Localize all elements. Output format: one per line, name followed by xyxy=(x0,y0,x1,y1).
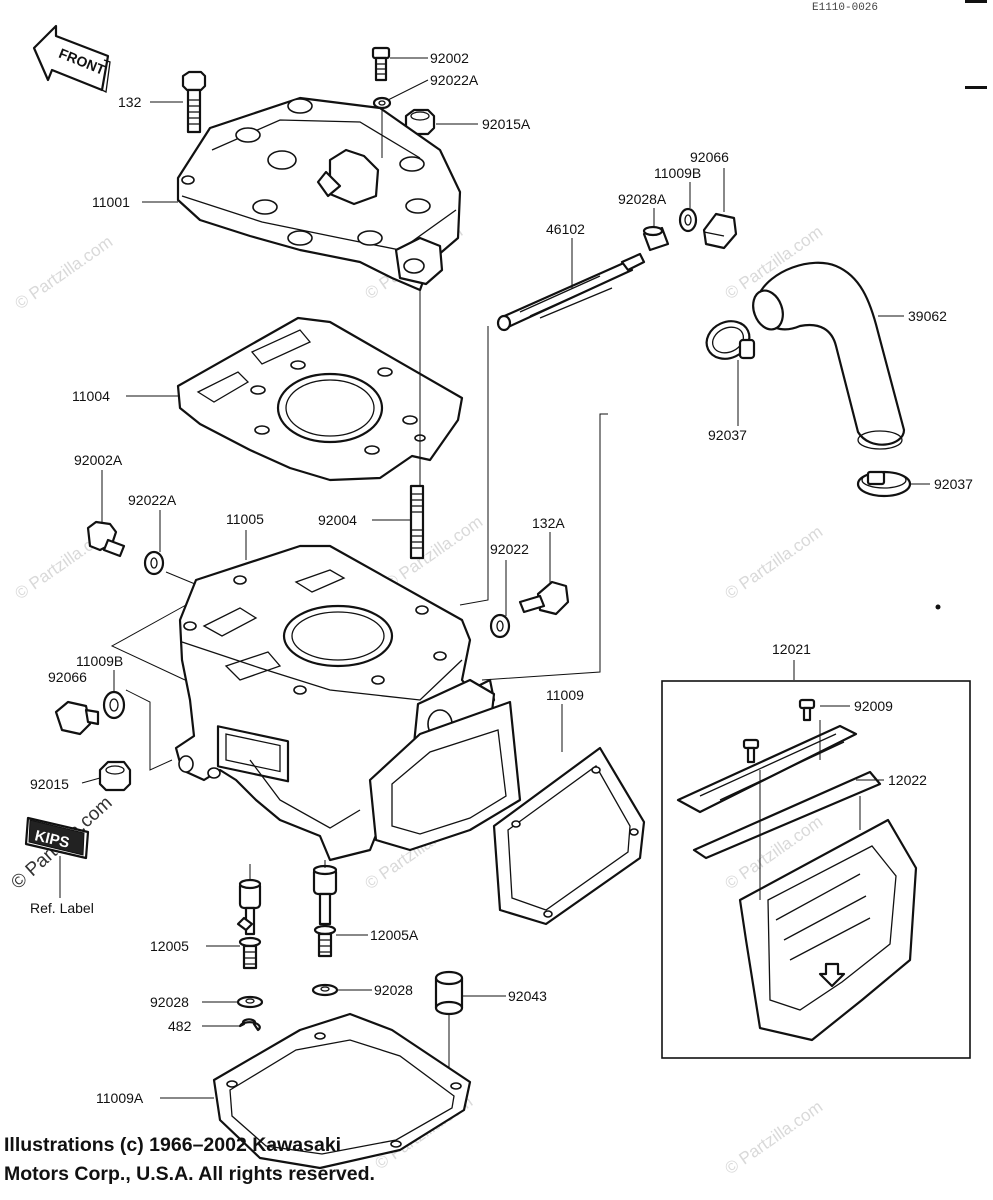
part-label: 11009A xyxy=(96,1090,144,1106)
valve-shaft-46102 xyxy=(459,252,646,606)
plug-92066-right-icon xyxy=(702,212,738,250)
bolt-92002-icon xyxy=(371,46,391,82)
valve-12005A-icon xyxy=(312,860,338,958)
stud-92004-icon xyxy=(409,290,425,560)
nut-92015-icon xyxy=(98,760,132,792)
part-label: 92037 xyxy=(934,476,973,492)
part-label: 482 xyxy=(168,1018,192,1034)
base-gasket-11009A xyxy=(212,1012,472,1170)
edge-mark xyxy=(965,0,987,3)
part-label: 12005A xyxy=(370,927,419,943)
dot-mark xyxy=(935,604,941,610)
copyright-line-1: Illustrations (c) 1966–2002 Kawasaki xyxy=(4,1134,342,1156)
leader-lines xyxy=(81,57,930,1099)
part-label: 12005 xyxy=(150,938,189,954)
plug-92066-left-icon xyxy=(54,700,100,736)
bolt-92002A-icon xyxy=(86,520,126,558)
part-label: 92037 xyxy=(708,427,747,443)
part-label: 92004 xyxy=(318,512,357,528)
circlip-482-icon xyxy=(238,1018,261,1032)
part-label: 92015A xyxy=(482,116,531,132)
part-label: 11001 xyxy=(92,194,130,210)
clamp-92037-upper-icon xyxy=(705,320,756,360)
part-label: 92022A xyxy=(128,492,177,508)
ref-label-tag: KIPS xyxy=(24,816,90,860)
front-arrow-icon: FRONT xyxy=(32,24,111,93)
watermark-text: © Partzilla.com xyxy=(721,1097,826,1178)
part-labels: 92002 92022A 132 92015A 11001 92066 1100… xyxy=(30,50,973,1106)
edge-mark xyxy=(965,86,987,89)
part-label: 92022 xyxy=(490,541,529,557)
washer-11009B-left-icon xyxy=(102,690,126,720)
washer-92022A-left-icon xyxy=(143,550,165,576)
part-label: 132A xyxy=(532,515,565,531)
watermark-text: © Partzilla.com xyxy=(381,512,486,593)
part-label: 12022 xyxy=(888,772,927,788)
part-label: 92028 xyxy=(374,982,413,998)
washer-92028-right-icon xyxy=(311,983,339,997)
part-label: 92015 xyxy=(30,776,69,792)
cylinder-head-11001 xyxy=(176,96,462,292)
watermark-text: © Partzilla.com xyxy=(11,232,116,313)
part-label: 132 xyxy=(118,94,142,110)
clamp-92037-lower-icon xyxy=(856,470,912,498)
dowel-92043-icon xyxy=(434,970,464,1016)
diagram-code: E1110-0026 xyxy=(812,2,878,14)
copyright-line-2: Motors Corp., U.S.A. All rights reserved… xyxy=(4,1163,375,1185)
screw-92009-icon xyxy=(742,698,816,764)
collar-92028A-icon xyxy=(642,225,670,252)
part-label: 92002 xyxy=(430,50,469,66)
valve-12005-icon xyxy=(236,878,262,970)
part-label: 92028A xyxy=(618,191,667,207)
washer-92022A-top-icon xyxy=(372,96,392,110)
part-label: 92066 xyxy=(48,669,87,685)
part-label: 92002A xyxy=(74,452,123,468)
part-label: 92009 xyxy=(854,698,893,714)
watermark-text: © Partzilla.com xyxy=(721,522,826,603)
washer-11009B-right-icon xyxy=(678,207,698,233)
reed-valve-assembly-box xyxy=(661,660,971,1059)
head-gasket-11004 xyxy=(176,316,464,482)
washer-92028-left-icon xyxy=(236,995,264,1009)
assembly-box-label: 12021 xyxy=(772,641,811,657)
bolt-132-icon xyxy=(181,70,207,134)
washer-92022-icon xyxy=(489,613,511,639)
part-label: 11005 xyxy=(226,511,264,527)
part-label: 11009B xyxy=(76,653,123,669)
part-label: 92028 xyxy=(150,994,189,1010)
ref-label-caption: Ref. Label xyxy=(30,900,94,916)
part-label: 11004 xyxy=(72,388,110,404)
hose-39062 xyxy=(752,261,906,450)
bolt-132A-icon xyxy=(518,580,570,616)
part-label: 92022A xyxy=(430,72,479,88)
reed-gasket-11009 xyxy=(492,746,646,926)
part-label: 11009B xyxy=(654,165,701,181)
part-label: 92043 xyxy=(508,988,547,1004)
part-label: 39062 xyxy=(908,308,947,324)
part-label: 92066 xyxy=(690,149,729,165)
cylinder-11005 xyxy=(174,544,522,862)
part-label: 46102 xyxy=(546,221,585,237)
part-label: 11009 xyxy=(546,687,584,703)
